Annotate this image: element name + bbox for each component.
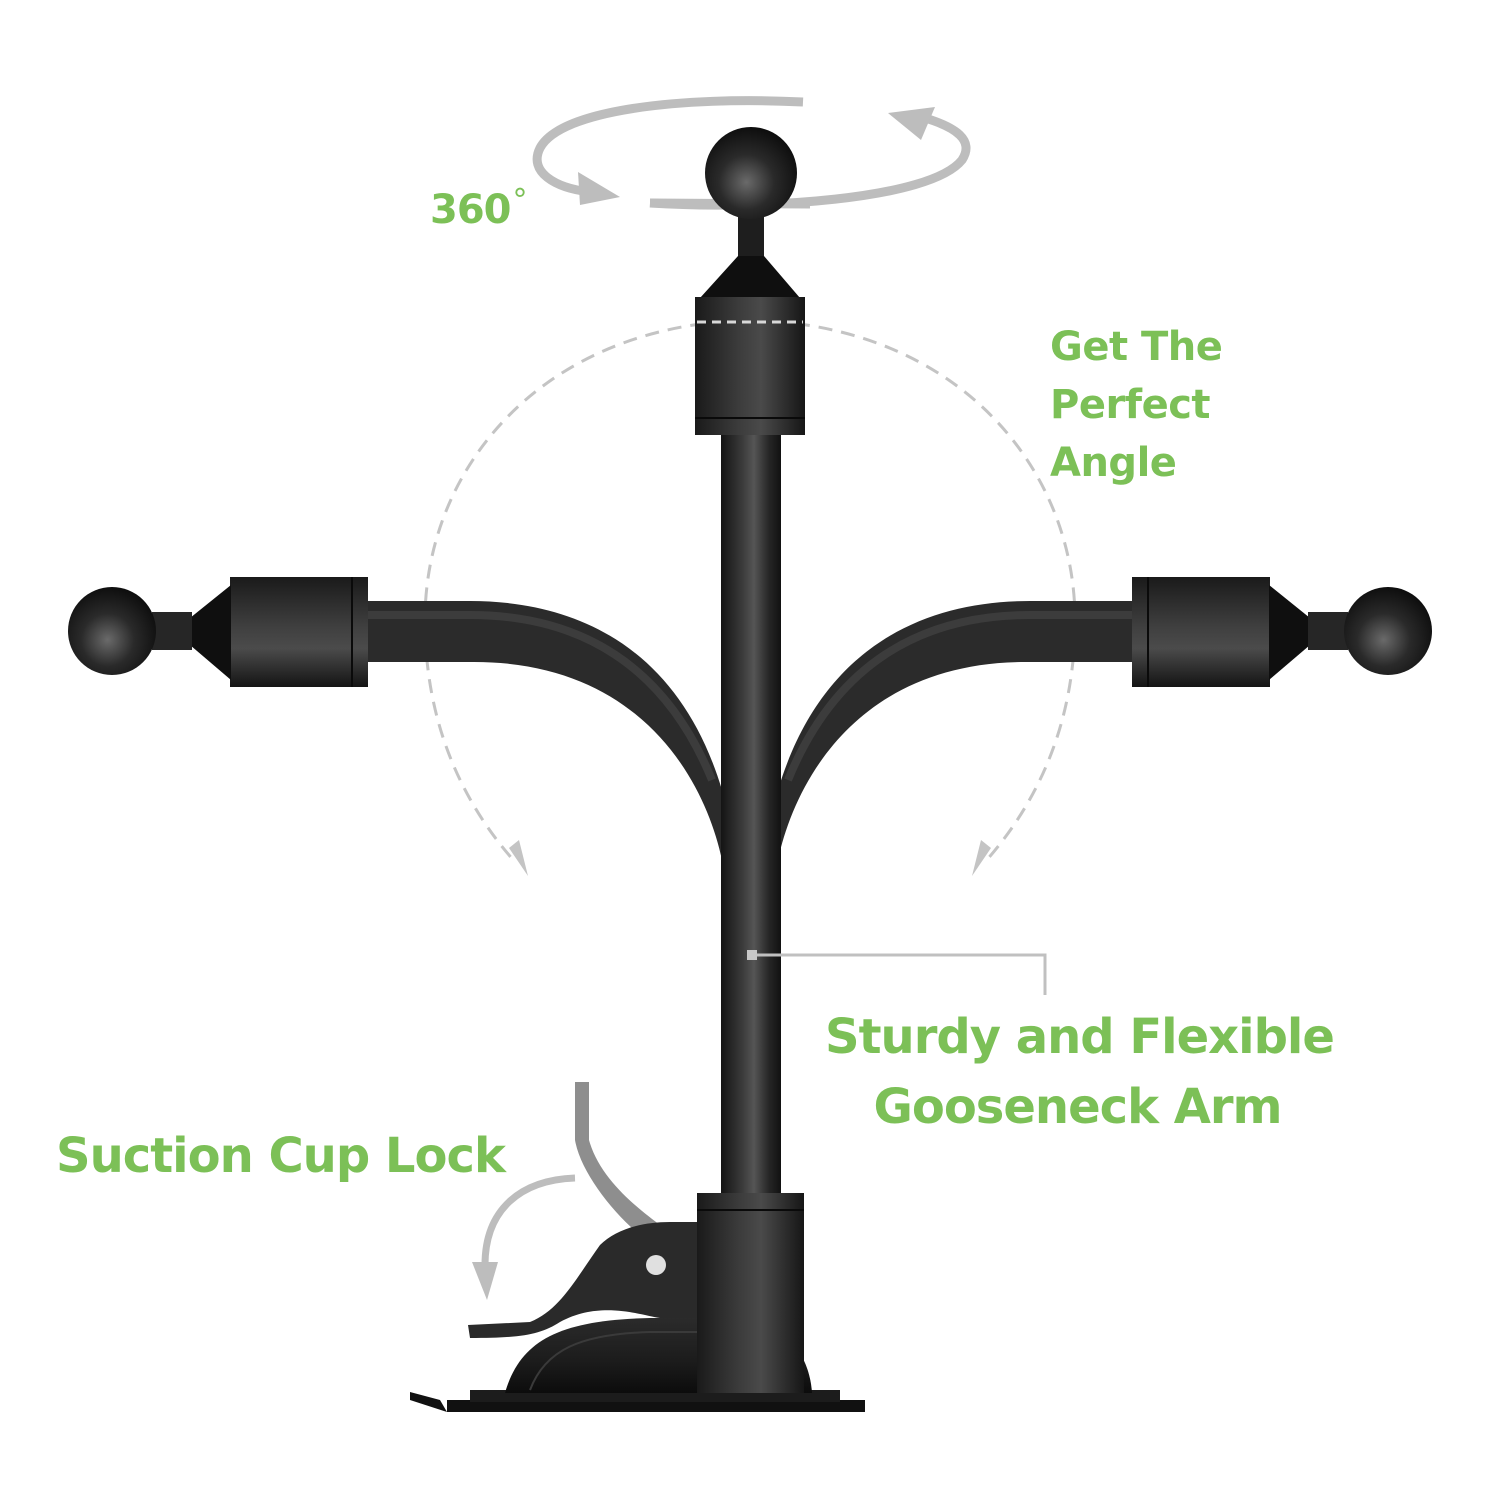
rotation-value: 360	[430, 187, 511, 233]
rotation-arrowhead-left	[578, 172, 620, 205]
rotation-arrowhead-right	[888, 107, 935, 140]
angle-label: Get The Perfect Angle	[1050, 318, 1223, 492]
callout-line	[747, 950, 1047, 995]
dashed-arc-arrows-icon	[423, 318, 1077, 863]
arc-arrowhead-right	[972, 840, 991, 876]
gooseneck-arms	[365, 601, 1135, 860]
suction-cup-base	[410, 1082, 865, 1412]
center-pole	[721, 430, 781, 1200]
suction-label: Suction Cup Lock	[56, 1128, 506, 1184]
right-mount-head	[1132, 577, 1432, 687]
rotation-label: 360°	[430, 186, 528, 233]
rotation-unit: °	[512, 183, 528, 218]
left-mount-head	[68, 577, 368, 687]
curved-down-arrow-icon	[472, 1174, 576, 1300]
suction-lock-lever	[468, 1222, 697, 1338]
angle-label-line-3: Angle	[1050, 440, 1177, 486]
lever-raised-ghost	[575, 1082, 660, 1235]
angle-label-line-2: Perfect	[1050, 382, 1211, 428]
top-mount-head	[695, 127, 805, 435]
gooseneck-label: Sturdy and Flexible Gooseneck Arm	[825, 1002, 1335, 1142]
gooseneck-label-line-2: Gooseneck Arm	[873, 1079, 1282, 1135]
angle-label-line-1: Get The	[1050, 324, 1223, 370]
arc-arrowhead-left	[509, 840, 528, 876]
gooseneck-label-line-1: Sturdy and Flexible	[825, 1009, 1335, 1065]
lever-pivot	[646, 1255, 666, 1275]
